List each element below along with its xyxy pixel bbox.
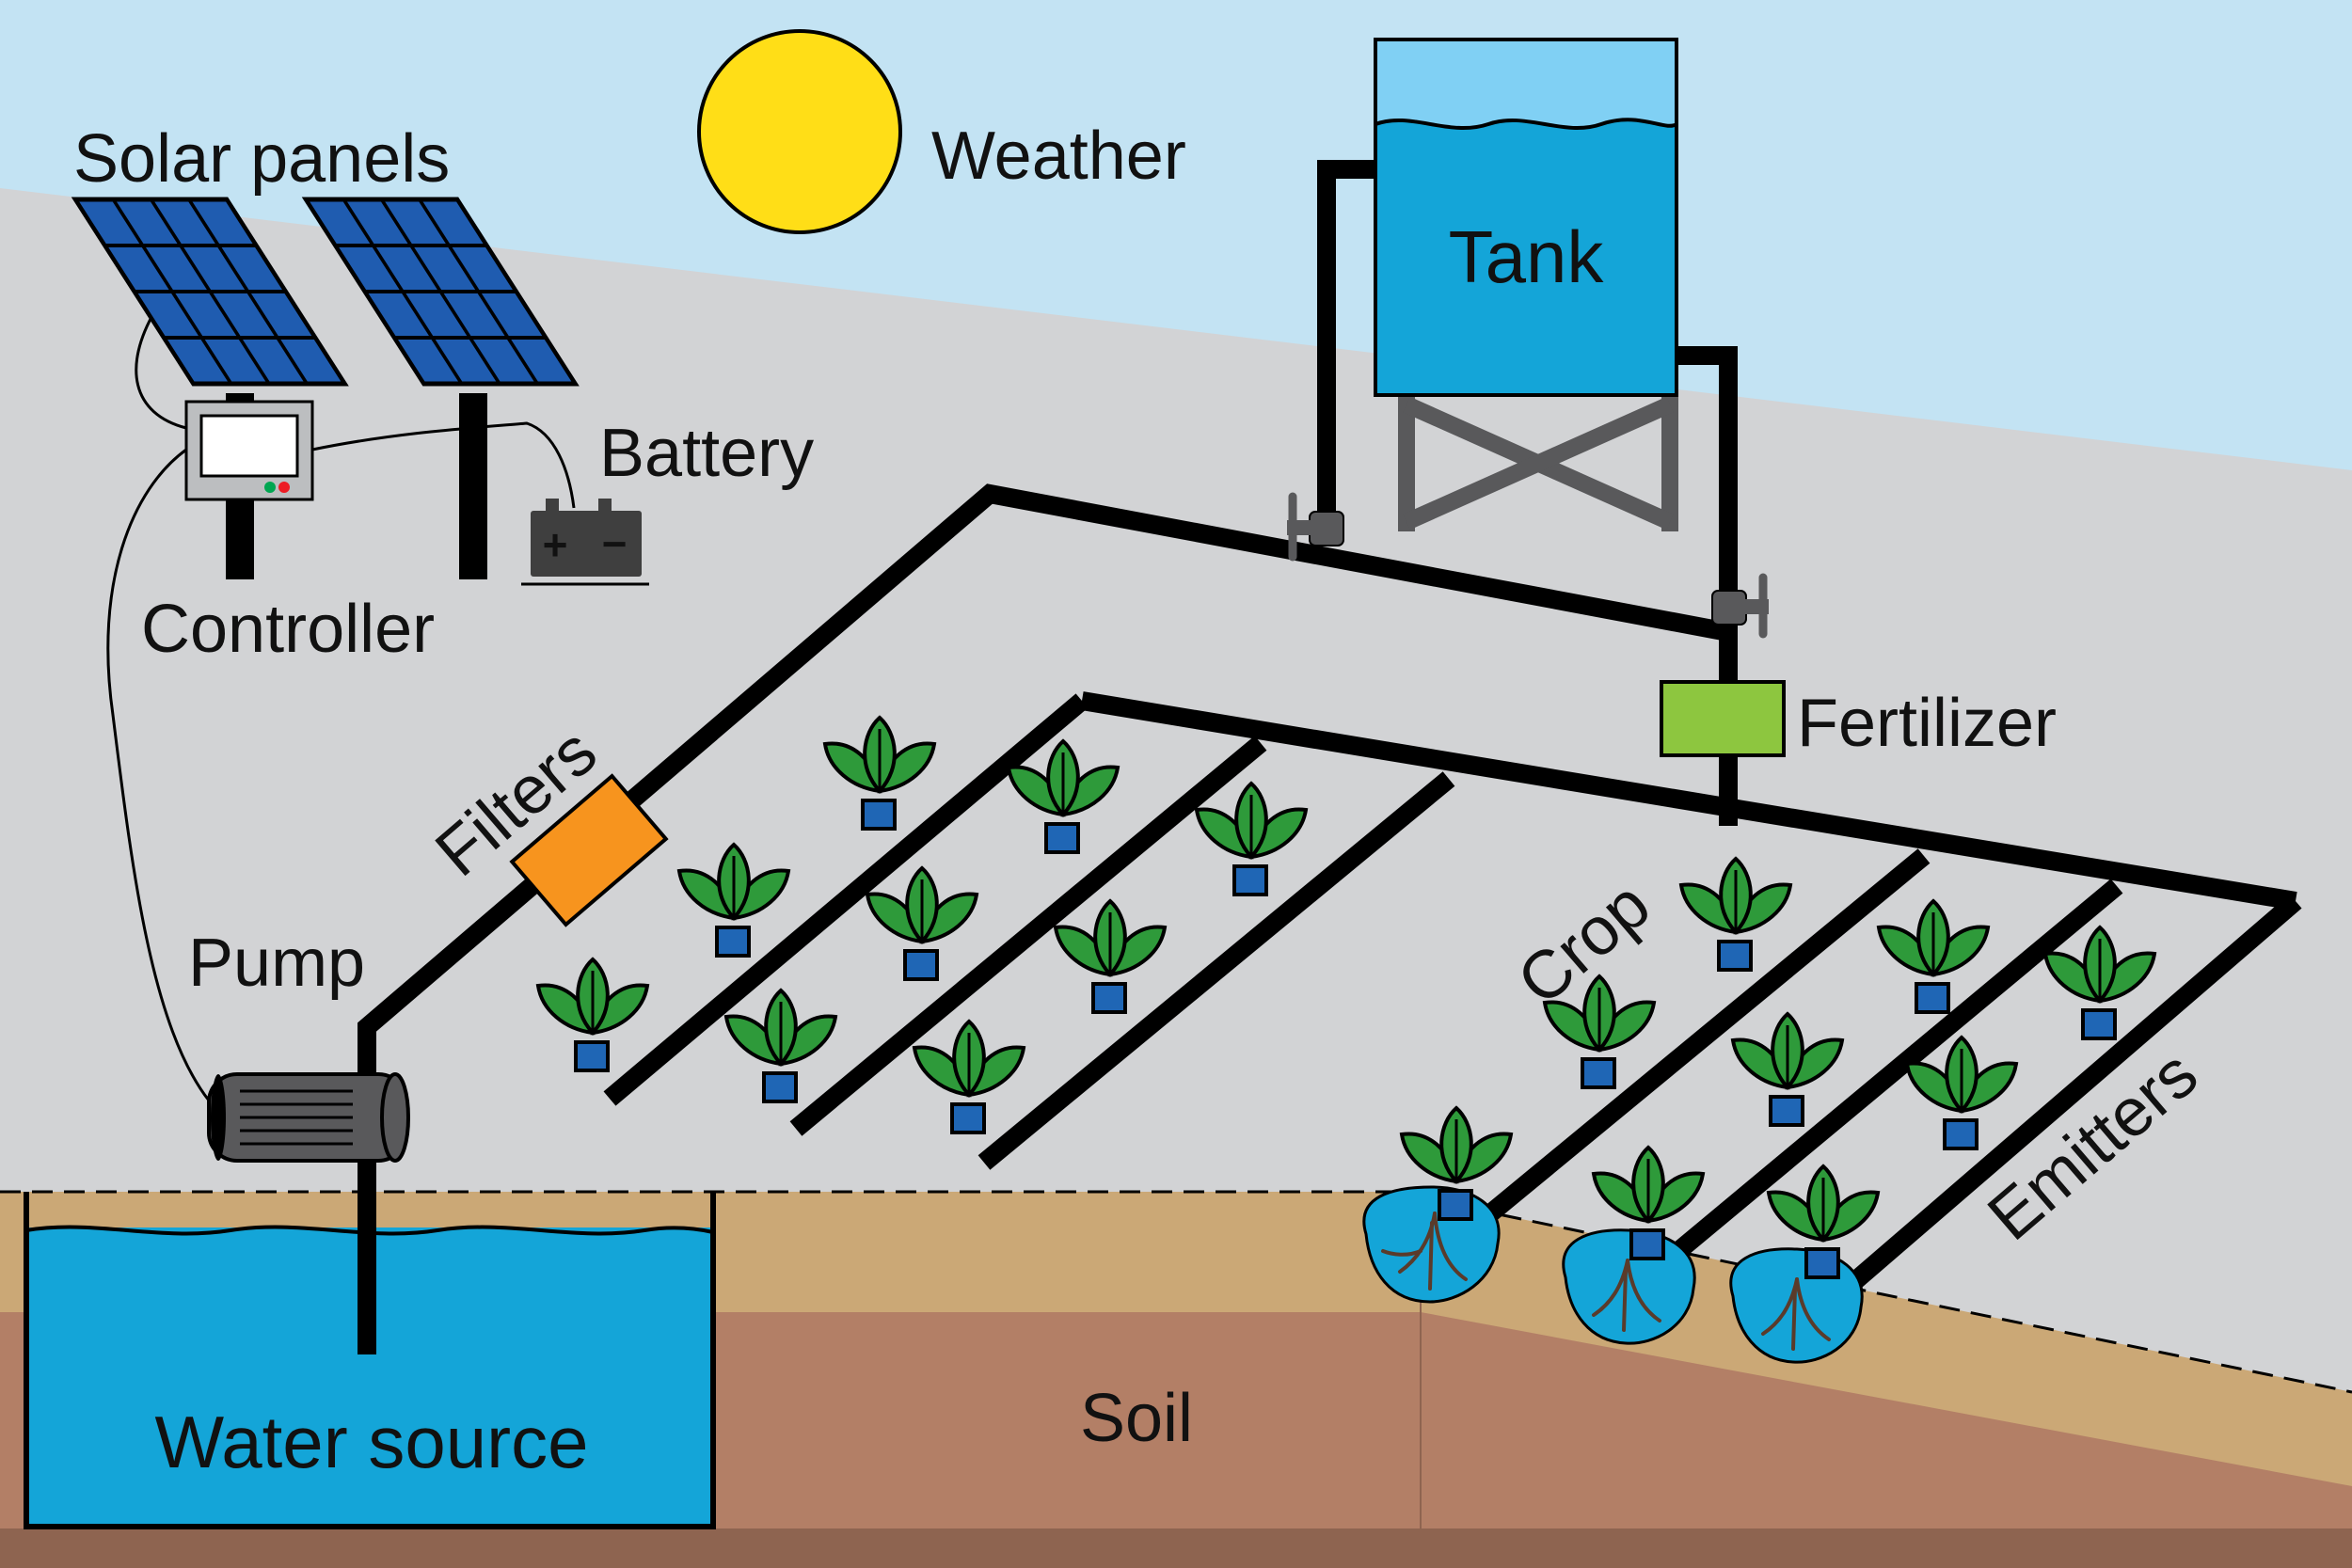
indicator-light bbox=[264, 482, 276, 493]
battery-plus-sign: + bbox=[543, 520, 568, 569]
filter-unit bbox=[509, 773, 669, 927]
label-fertilizer: Fertilizer bbox=[1797, 686, 2057, 761]
controller-box bbox=[184, 400, 314, 579]
lateral-1 bbox=[603, 693, 1089, 1106]
lateral-4 bbox=[1461, 848, 1931, 1240]
tank-stand bbox=[1398, 395, 1678, 531]
label-pump: Pump bbox=[188, 926, 365, 1001]
battery-icon: + − bbox=[521, 499, 649, 586]
fertilizer-unit bbox=[1660, 680, 1786, 757]
battery-minus-sign: − bbox=[602, 519, 628, 568]
tank-outlet-pipe bbox=[1677, 346, 1738, 632]
label-water-source: Water source bbox=[155, 1401, 589, 1483]
label-soil: Soil bbox=[1080, 1381, 1193, 1456]
tank bbox=[1374, 38, 1678, 531]
lateral-5 bbox=[1649, 879, 2123, 1277]
tank-inlet-pipe bbox=[1317, 160, 1375, 527]
valve-icon[interactable] bbox=[1287, 492, 1344, 562]
solar-panels bbox=[71, 197, 580, 579]
label-battery: Battery bbox=[599, 416, 814, 491]
indicator-light bbox=[278, 482, 290, 493]
lateral-2 bbox=[789, 736, 1267, 1136]
label-controller: Controller bbox=[141, 592, 435, 667]
distribution-header bbox=[1080, 691, 2297, 911]
pump-icon bbox=[207, 1072, 410, 1163]
sun-icon bbox=[697, 29, 902, 234]
label-solar-panels: Solar panels bbox=[73, 121, 450, 197]
wiring bbox=[106, 309, 576, 1101]
lateral-3 bbox=[977, 771, 1455, 1170]
wetted-root-zones bbox=[1362, 1185, 1864, 1364]
label-weather: Weather bbox=[931, 119, 1186, 194]
deep-soil bbox=[0, 1528, 2352, 1568]
valve-icon[interactable] bbox=[1711, 573, 1769, 639]
lateral-6 bbox=[1837, 894, 2302, 1298]
label-tank: Tank bbox=[1449, 215, 1605, 298]
